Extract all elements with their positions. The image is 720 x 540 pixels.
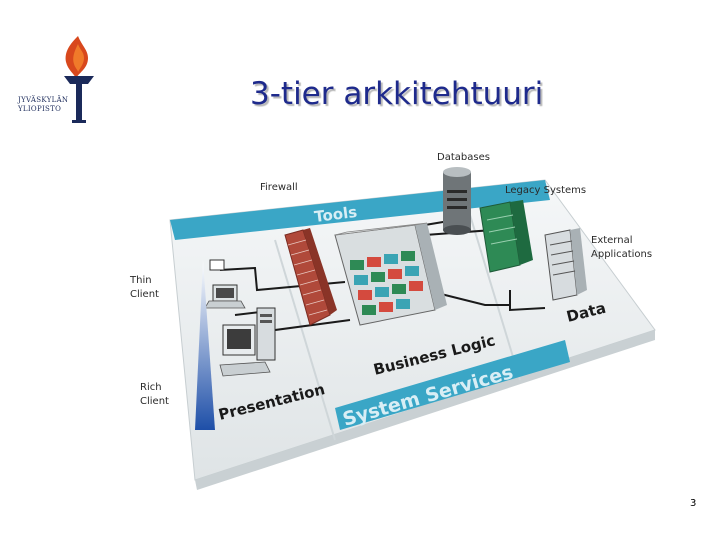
thin-client-label-line2: Client xyxy=(130,289,159,300)
slide-title: 3-tier arkkitehtuuri xyxy=(250,76,543,112)
firewall-label: Firewall xyxy=(260,182,298,193)
external-applications-icon xyxy=(545,228,587,300)
external-applications-label-line1: External xyxy=(591,235,633,246)
rich-client-label-line1: Rich xyxy=(140,382,162,393)
page-number: 3 xyxy=(690,498,696,509)
database-icon xyxy=(443,167,471,235)
three-tier-architecture-diagram: Tools xyxy=(125,140,670,490)
logo-text-line2: YLIOPISTO xyxy=(18,105,78,114)
legacy-systems-label: Legacy Systems xyxy=(505,185,586,196)
databases-label: Databases xyxy=(437,152,490,163)
thin-client-label-line1: Thin xyxy=(129,275,152,286)
university-logo xyxy=(18,30,118,130)
external-applications-label-line2: Applications xyxy=(591,249,652,260)
rich-client-label-line2: Client xyxy=(140,396,169,407)
logo-text-line1: JYVÄSKYLÄN xyxy=(18,96,78,105)
university-logo-text: JYVÄSKYLÄN YLIOPISTO xyxy=(18,96,78,114)
